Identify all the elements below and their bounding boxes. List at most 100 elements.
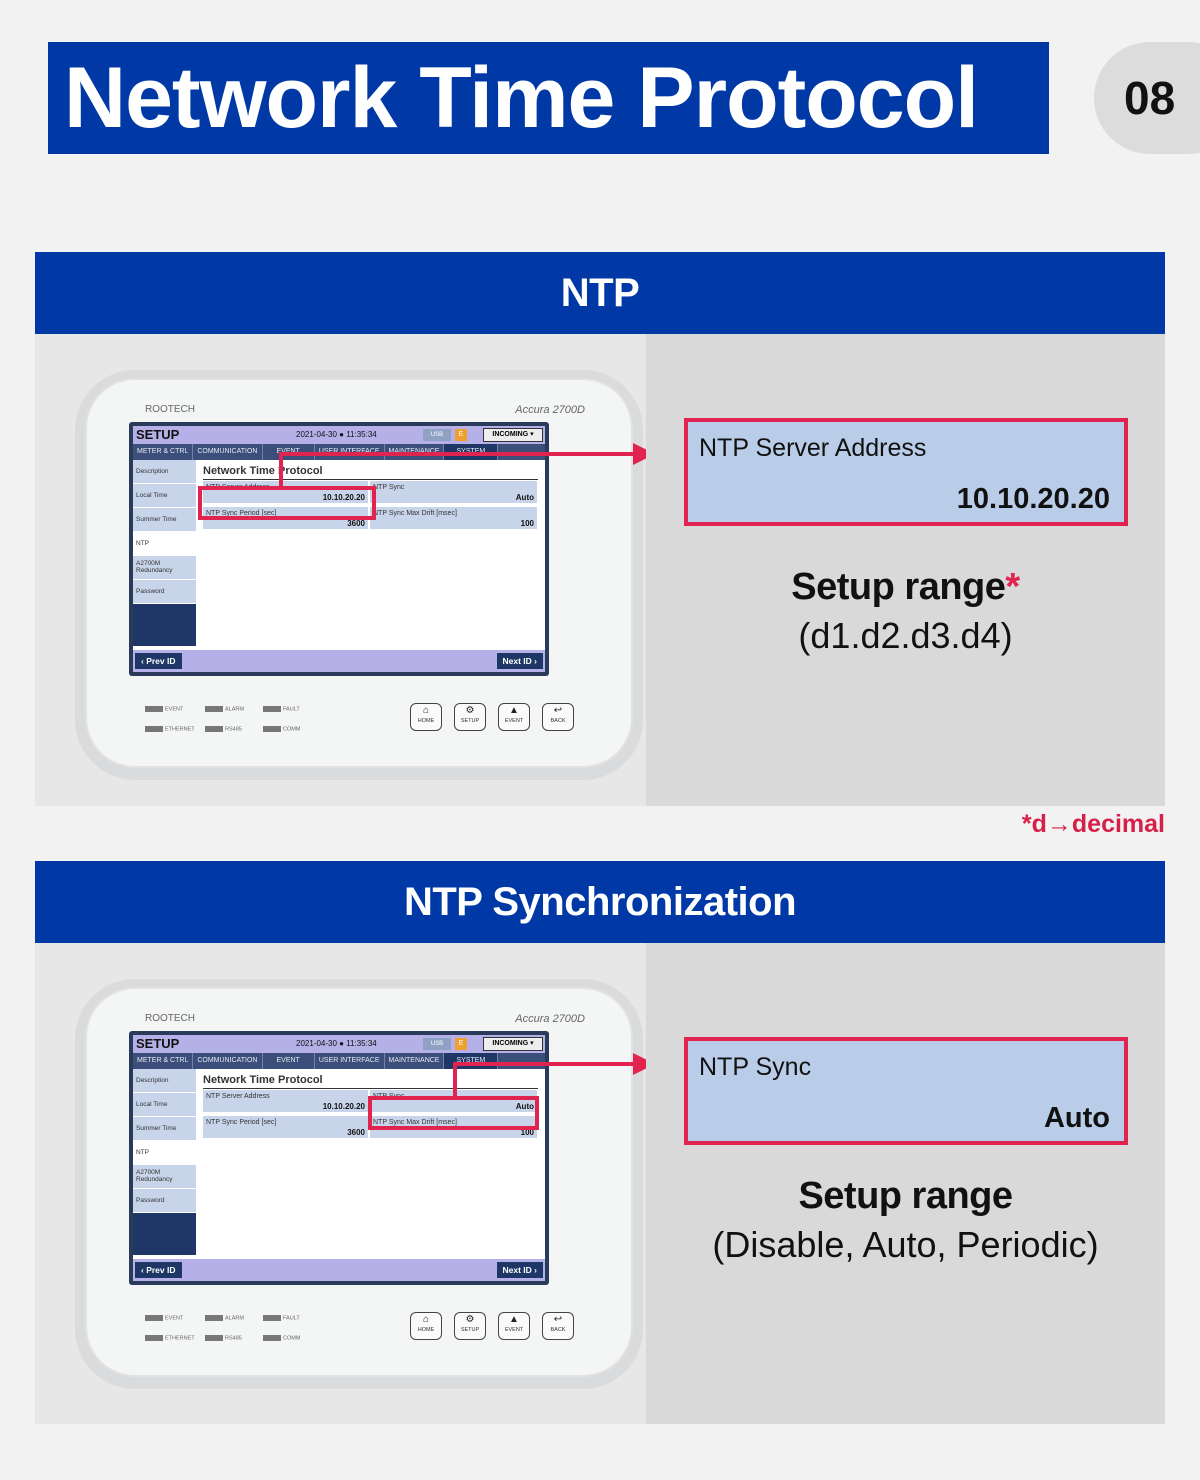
device-model: Accura 2700D: [515, 1013, 585, 1025]
sidebar-item-redundancy[interactable]: A2700M Redundancy: [133, 1165, 196, 1189]
tab-meter-ctrl[interactable]: METER & CTRL: [133, 1053, 194, 1069]
prev-id-button[interactable]: ‹ Prev ID: [135, 1262, 182, 1278]
setup-button[interactable]: ⚙SETUP: [454, 703, 486, 731]
screen-topbar: SETUP 2021-04-30 ● 11:35:34 USB E INCOMI…: [133, 1035, 545, 1053]
tab-communication[interactable]: COMMUNICATION: [193, 1053, 263, 1069]
device-brand: ROOTECH: [145, 404, 195, 415]
home-button[interactable]: ⌂HOME: [410, 1312, 442, 1340]
led-rs485: RS485: [205, 1335, 242, 1341]
highlight-box: [198, 486, 376, 520]
screen-bottombar: ‹ Prev ID Next ID ›: [133, 650, 545, 672]
screen-sidebar: Description Local Time Summer Time NTP A…: [133, 1069, 196, 1255]
bell-icon: ▲: [509, 1314, 519, 1325]
connector-line: [453, 1062, 457, 1098]
back-button[interactable]: ↩BACK: [542, 1312, 574, 1340]
back-button[interactable]: ↩BACK: [542, 703, 574, 731]
back-icon: ↩: [553, 705, 563, 716]
screen-heading: Network Time Protocol: [203, 1074, 323, 1086]
sidebar-item-summer-time[interactable]: Summer Time: [133, 1117, 196, 1141]
page-title: Network Time Protocol: [48, 42, 1049, 154]
led-event: EVENT: [145, 1315, 183, 1321]
sidebar-item-description[interactable]: Description: [133, 1069, 196, 1093]
device-screen: SETUP 2021-04-30 ● 11:35:34 USB E INCOMI…: [129, 1031, 549, 1285]
sidebar-item-redundancy[interactable]: A2700M Redundancy: [133, 556, 196, 580]
tab-maintenance[interactable]: MAINTENANCE: [385, 1053, 445, 1069]
led-event: EVENT: [145, 706, 183, 712]
tab-user-interface[interactable]: USER INTERFACE: [315, 1053, 385, 1069]
section-heading: NTP Synchronization: [35, 861, 1165, 943]
screen-datetime: 2021-04-30 ● 11:35:34: [296, 1039, 377, 1048]
led-comm: COMM: [263, 1335, 300, 1341]
next-id-button[interactable]: Next ID ›: [496, 1262, 543, 1278]
back-icon: ↩: [553, 1314, 563, 1325]
range-asterisk: *: [1005, 566, 1020, 608]
section-detail: NTP Server Address 10.10.20.20 Setup ran…: [646, 334, 1165, 806]
sidebar-item-local-time[interactable]: Local Time: [133, 484, 196, 508]
section-body: ROOTECH Accura 2700D SETUP 2021-04-30 ● …: [35, 943, 1165, 1424]
screen-heading: Network Time Protocol: [203, 465, 323, 477]
callout-value: 10.10.20.20: [956, 483, 1110, 515]
screen-sidebar: Description Local Time Summer Time NTP A…: [133, 460, 196, 646]
event-button[interactable]: ▲EVENT: [498, 703, 530, 731]
sidebar-item-description[interactable]: Description: [133, 460, 196, 484]
screen-main: Network Time Protocol NTP Server Address…: [196, 460, 545, 646]
tab-event[interactable]: EVENT: [263, 1053, 315, 1069]
sidebar-item-ntp[interactable]: NTP: [133, 532, 196, 556]
sidebar-item-ntp[interactable]: NTP: [133, 1141, 196, 1165]
sidebar-item-password[interactable]: Password: [133, 1189, 196, 1213]
field-ntp-max-drift[interactable]: NTP Sync Max Drift [msec]100: [370, 507, 537, 531]
callout-label: NTP Server Address: [699, 434, 927, 462]
device-accura: ROOTECH Accura 2700D SETUP 2021-04-30 ● …: [75, 370, 643, 780]
event-badge: E: [455, 1038, 467, 1050]
setup-range: Setup range* (d1.d2.d3.d4): [646, 566, 1165, 657]
callout-value: Auto: [1043, 1102, 1110, 1134]
setup-range: Setup range (Disable, Auto, Periodic): [646, 1175, 1165, 1266]
bell-icon: ▲: [509, 705, 519, 716]
section-detail: NTP Sync Auto Setup range (Disable, Auto…: [646, 943, 1165, 1424]
page-number-badge: 08: [1094, 42, 1200, 154]
connector-line: [453, 1062, 633, 1066]
range-values: (d1.d2.d3.d4): [798, 615, 1013, 656]
event-badge: E: [455, 429, 467, 441]
home-icon: ⌂: [422, 705, 430, 716]
tab-communication[interactable]: COMMUNICATION: [193, 444, 263, 460]
usb-badge: USB: [423, 429, 451, 441]
sidebar-item-local-time[interactable]: Local Time: [133, 1093, 196, 1117]
usb-badge: USB: [423, 1038, 451, 1050]
range-title: Setup range: [798, 1175, 1013, 1217]
screen-datetime: 2021-04-30 ● 11:35:34: [296, 430, 377, 439]
sidebar-item-password[interactable]: Password: [133, 580, 196, 604]
screen-bottombar: ‹ Prev ID Next ID ›: [133, 1259, 545, 1281]
tab-meter-ctrl[interactable]: METER & CTRL: [133, 444, 194, 460]
footnote: *d→decimal: [1021, 810, 1165, 838]
event-button[interactable]: ▲EVENT: [498, 1312, 530, 1340]
led-alarm: ALARM: [205, 706, 244, 712]
range-title: Setup range: [791, 566, 1006, 608]
connector-line: [279, 452, 283, 488]
screen-title: SETUP: [136, 1036, 180, 1051]
section-ntp: NTP ROOTECH Accura 2700D SETUP 2021-04-3…: [35, 252, 1165, 806]
led-ethernet: ETHERNET: [145, 1335, 195, 1341]
device-brand: ROOTECH: [145, 1013, 195, 1024]
incoming-dropdown[interactable]: INCOMING ▾: [483, 1037, 543, 1051]
next-id-button[interactable]: Next ID ›: [496, 653, 543, 669]
led-ethernet: ETHERNET: [145, 726, 195, 732]
field-ntp-sync-period[interactable]: NTP Sync Period [sec]3600: [203, 1116, 368, 1140]
home-icon: ⌂: [422, 1314, 430, 1325]
callout-box: NTP Sync Auto: [684, 1037, 1128, 1145]
callout-box: NTP Server Address 10.10.20.20: [684, 418, 1128, 526]
home-button[interactable]: ⌂HOME: [410, 703, 442, 731]
sidebar-item-summer-time[interactable]: Summer Time: [133, 508, 196, 532]
led-fault: FAULT: [263, 706, 300, 712]
screen-topbar: SETUP 2021-04-30 ● 11:35:34 USB E INCOMI…: [133, 426, 545, 444]
connector-line: [279, 452, 633, 456]
prev-id-button[interactable]: ‹ Prev ID: [135, 653, 182, 669]
range-values: (Disable, Auto, Periodic): [712, 1224, 1099, 1265]
incoming-dropdown[interactable]: INCOMING ▾: [483, 428, 543, 442]
setup-button[interactable]: ⚙SETUP: [454, 1312, 486, 1340]
gear-icon: ⚙: [465, 705, 475, 716]
callout-label: NTP Sync: [699, 1053, 812, 1081]
section-body: ROOTECH Accura 2700D SETUP 2021-04-30 ● …: [35, 334, 1165, 806]
